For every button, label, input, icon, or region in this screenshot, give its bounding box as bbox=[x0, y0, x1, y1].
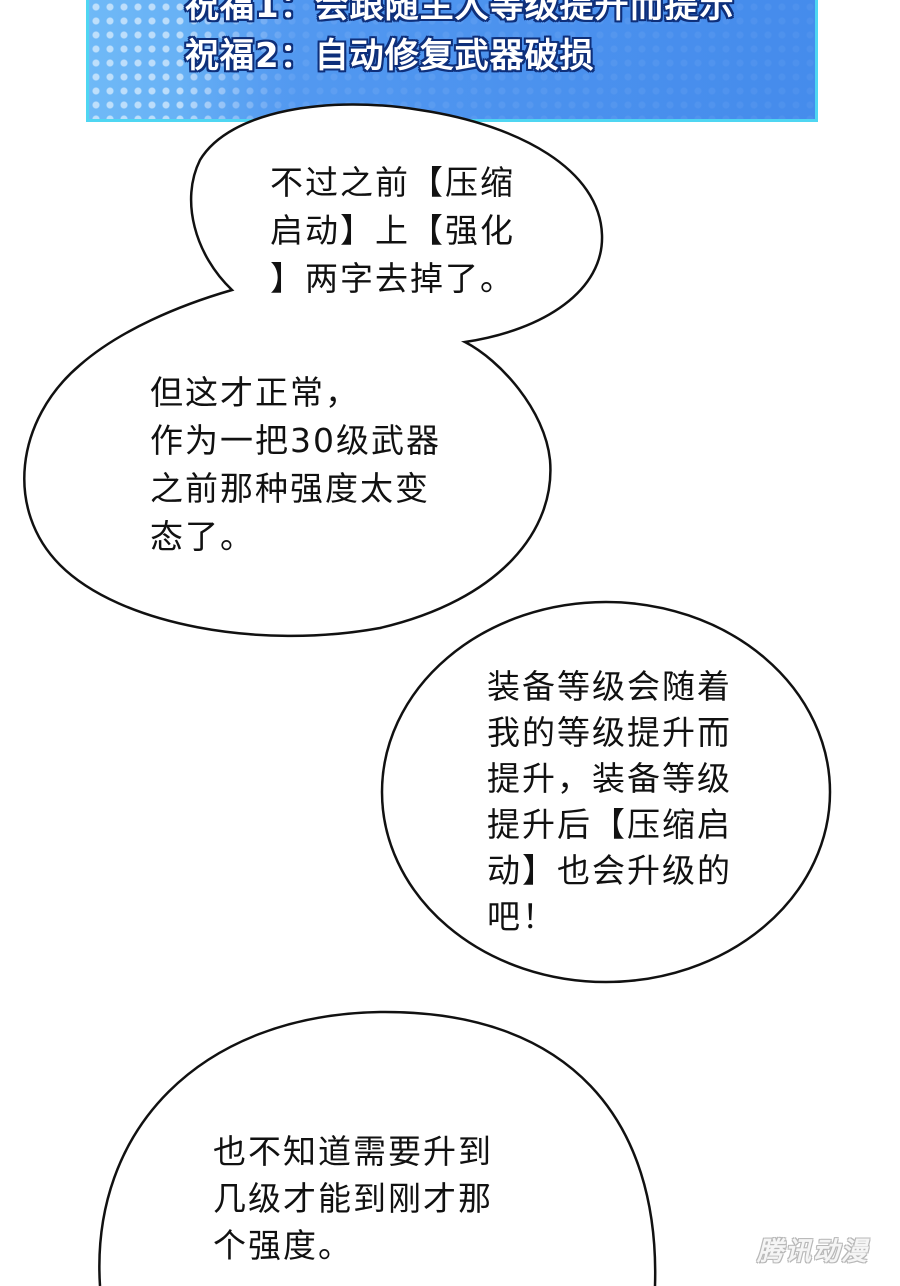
bubble-right-line: 动】也会升级的 bbox=[487, 851, 732, 890]
bubble-left-line: 态了。 bbox=[150, 517, 255, 556]
bubble-left-line: 之前那种强度太变 bbox=[150, 469, 430, 508]
bubble-bottom-line: 也不知道需要升到 bbox=[213, 1132, 493, 1171]
speech-bubble-right bbox=[380, 600, 832, 984]
bubble-left-line: 但这才正常， bbox=[150, 373, 360, 412]
bubble-right-line: 装备等级会随着 bbox=[487, 667, 732, 706]
bubble-right-line: 我的等级提升而 bbox=[487, 713, 732, 752]
bubble-left-line: 作为一把30级武器 bbox=[150, 421, 441, 460]
bubble-right-line: 提升，装备等级 bbox=[487, 759, 732, 798]
bubble-right-line: 提升后【压缩启 bbox=[487, 805, 732, 844]
watermark-logo: 腾讯动漫 bbox=[756, 1236, 869, 1267]
bubble-top-line: 启动】上【强化 bbox=[270, 211, 515, 250]
speech-bubble-bottom bbox=[98, 1010, 657, 1286]
bubble-right-line: 吧！ bbox=[487, 897, 557, 936]
bubble-bottom-line: 几级才能到刚才那 bbox=[213, 1179, 493, 1218]
blessing-banner: 祝福1：会跟随主人等级提升而提示 祝福2：自动修复武器破损 bbox=[86, 0, 818, 122]
bubble-bottom-line: 个强度。 bbox=[213, 1226, 353, 1265]
speech-bubble-combined bbox=[23, 103, 604, 638]
blessing-line-2: 祝福2：自动修复武器破损 bbox=[185, 36, 595, 76]
blessing-line-1: 祝福1：会跟随主人等级提升而提示 bbox=[185, 0, 735, 26]
bubble-top-line: 】两字去掉了。 bbox=[270, 259, 515, 298]
banner-gradient bbox=[179, 0, 815, 119]
bubble-top-line: 不过之前【压缩 bbox=[270, 163, 515, 202]
